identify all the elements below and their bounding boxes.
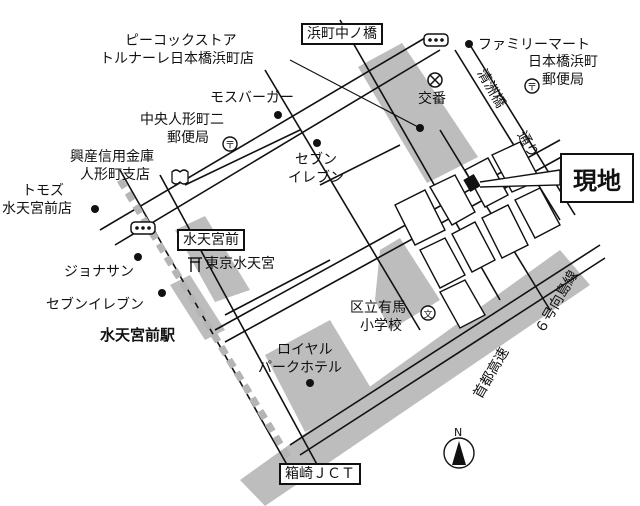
hamacho-nakanohashi-label: 浜町中ノ橋	[301, 23, 383, 45]
tomoz-dot	[91, 205, 99, 213]
peacock-label-line1: ピーコックストア	[125, 33, 237, 49]
suitengumae-station-label: 水天宮前駅	[100, 326, 176, 344]
nihonbashi-post-label-line2: 郵便局	[542, 72, 584, 88]
arima-school-label-line1: 区立有馬	[350, 300, 406, 316]
peacock-leader-line	[289, 59, 421, 129]
royal-park-label-line2: パークホテル	[258, 360, 342, 376]
jonathan-label: ジョナサン	[64, 264, 134, 280]
bus-stop-icon-top	[423, 33, 449, 47]
suitengumae-intersection-label: 水天宮前	[177, 229, 245, 251]
mos-burger-dot	[274, 111, 282, 119]
post-office-icon-chuo: 〒	[222, 136, 238, 152]
police-block	[358, 43, 478, 183]
seven-center-dot	[313, 139, 321, 147]
site-label: 現地	[560, 153, 634, 203]
jonathan-dot	[134, 253, 142, 261]
bank-icon	[171, 169, 189, 185]
kosan-bank-label-line2: 人形町支店	[80, 167, 150, 183]
seven-left-dot	[158, 289, 166, 297]
site-marker	[463, 173, 481, 193]
seven-eleven-center-label-line2: イレブン	[288, 170, 344, 186]
seven-eleven-left-label: セブンイレブン	[46, 297, 144, 313]
post-office-icon-nihonbashi: 〒	[524, 78, 540, 94]
mos-burger-label: モスバーガー	[210, 90, 294, 106]
school-icon: 文	[420, 305, 436, 321]
railway-line	[117, 178, 293, 462]
north-compass-icon	[443, 437, 475, 469]
royal-park-dot	[306, 379, 314, 387]
shrine-icon	[188, 257, 202, 272]
peacock-label-line2: トルナーレ日本橋浜町店	[100, 51, 254, 67]
poi-dots	[91, 40, 473, 387]
police-box-label: 交番	[418, 91, 446, 107]
royal-park-label-line1: ロイヤル	[277, 342, 333, 358]
chuo-post-label-line1: 中央人形町二	[140, 112, 224, 128]
suitengu-shrine-label: 東京水天宮	[205, 256, 275, 272]
familymart-label: ファミリーマート	[478, 37, 590, 53]
hakozaki-jct-label: 箱崎ＪＣＴ	[279, 463, 361, 485]
kosan-bank-label-line1: 興産信用金庫	[70, 149, 154, 165]
svg-text:〒: 〒	[527, 83, 537, 94]
seven-eleven-center-label-line1: セブン	[295, 152, 337, 168]
chuo-post-label-line2: 郵便局	[167, 130, 209, 146]
tomoz-label-line2: 水天宮前店	[2, 201, 72, 217]
bus-stop-icon-left	[130, 221, 156, 235]
svg-text:〒: 〒	[225, 141, 235, 152]
expressway-block	[240, 250, 590, 506]
gray-blocks	[170, 43, 590, 506]
nihonbashi-post-label-line1: 日本橋浜町	[528, 54, 598, 70]
police-box-icon	[427, 72, 443, 88]
peacock-dot	[416, 124, 424, 132]
familymart-dot	[465, 40, 473, 48]
svg-text:文: 文	[423, 309, 432, 321]
compass-north-label: N	[454, 426, 463, 439]
arima-school-label-line2: 小学校	[360, 318, 402, 334]
tomoz-label-line1: トモズ	[22, 183, 64, 199]
